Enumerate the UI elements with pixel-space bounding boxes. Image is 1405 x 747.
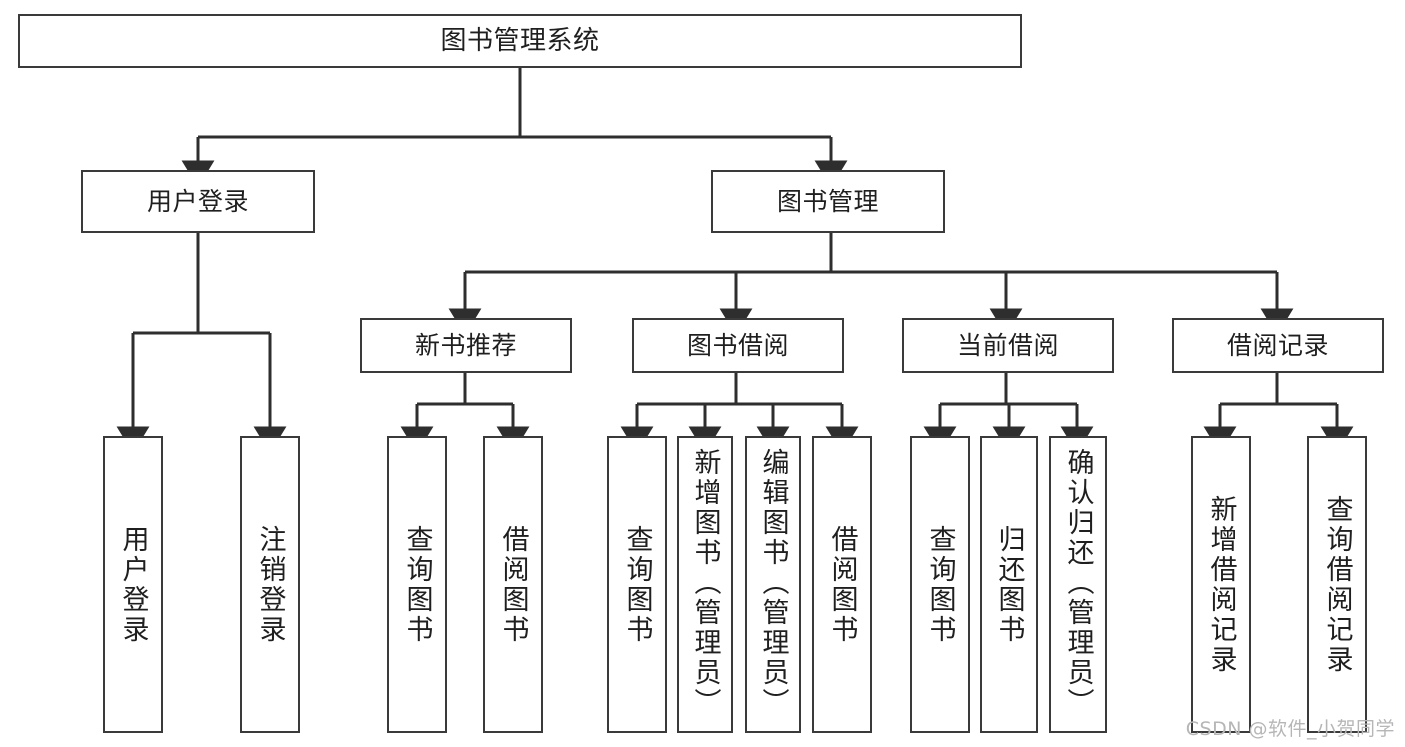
node-leaf-borrow-book-1[interactable]: 借阅图书 [483, 436, 543, 733]
node-leaf-query-borrow-record[interactable]: 查询借阅记录 [1307, 436, 1367, 733]
node-leaf-edit-book-admin[interactable]: 编辑图书（管理员） [745, 436, 801, 733]
node-label: 借阅记录 [1226, 330, 1329, 360]
node-label: 查询图书 [401, 524, 433, 645]
node-label: 当前借阅 [956, 330, 1059, 360]
node-leaf-confirm-return-admin[interactable]: 确认归还（管理员） [1049, 436, 1107, 733]
node-current-borrow[interactable]: 当前借阅 [902, 318, 1114, 373]
csdn-watermark: CSDN @软件_小贺同学 [1185, 718, 1395, 740]
node-label: 用户登录 [117, 524, 149, 645]
node-leaf-user-login[interactable]: 用户登录 [103, 436, 163, 733]
node-label: 新书推荐 [414, 330, 517, 360]
node-leaf-query-book-2[interactable]: 查询图书 [607, 436, 667, 733]
node-label: 查询图书 [924, 524, 956, 645]
node-root-book-management-system[interactable]: 图书管理系统 [18, 14, 1022, 68]
node-user-login[interactable]: 用户登录 [81, 170, 315, 233]
node-book-borrow[interactable]: 图书借阅 [632, 318, 844, 373]
node-label: 图书管理系统 [440, 25, 600, 56]
node-leaf-logout[interactable]: 注销登录 [240, 436, 300, 733]
node-label: 归还图书 [993, 524, 1025, 645]
node-label: 借阅图书 [826, 524, 858, 645]
node-book-management[interactable]: 图书管理 [711, 170, 945, 233]
node-label: 编辑图书（管理员） [757, 448, 789, 718]
node-leaf-borrow-book-2[interactable]: 借阅图书 [812, 436, 872, 733]
node-label: 借阅图书 [497, 524, 529, 645]
node-label: 新增借阅记录 [1205, 494, 1237, 675]
node-label: 用户登录 [146, 186, 249, 216]
node-current-borrow-record[interactable]: 借阅记录 [1172, 318, 1384, 373]
node-label: 图书借阅 [686, 330, 789, 360]
node-label: 图书管理 [776, 186, 879, 216]
node-label: 查询图书 [621, 524, 653, 645]
node-leaf-query-book-3[interactable]: 查询图书 [910, 436, 970, 733]
node-leaf-query-book-1[interactable]: 查询图书 [387, 436, 447, 733]
node-label: 查询借阅记录 [1321, 494, 1353, 675]
node-leaf-add-book-admin[interactable]: 新增图书（管理员） [677, 436, 733, 733]
node-label: 新增图书（管理员） [689, 448, 721, 718]
node-leaf-add-borrow-record[interactable]: 新增借阅记录 [1191, 436, 1251, 733]
node-label: 确认归还（管理员） [1062, 448, 1094, 718]
node-label: 注销登录 [254, 524, 286, 645]
node-leaf-return-book[interactable]: 归还图书 [980, 436, 1038, 733]
node-new-book-recommend[interactable]: 新书推荐 [360, 318, 572, 373]
